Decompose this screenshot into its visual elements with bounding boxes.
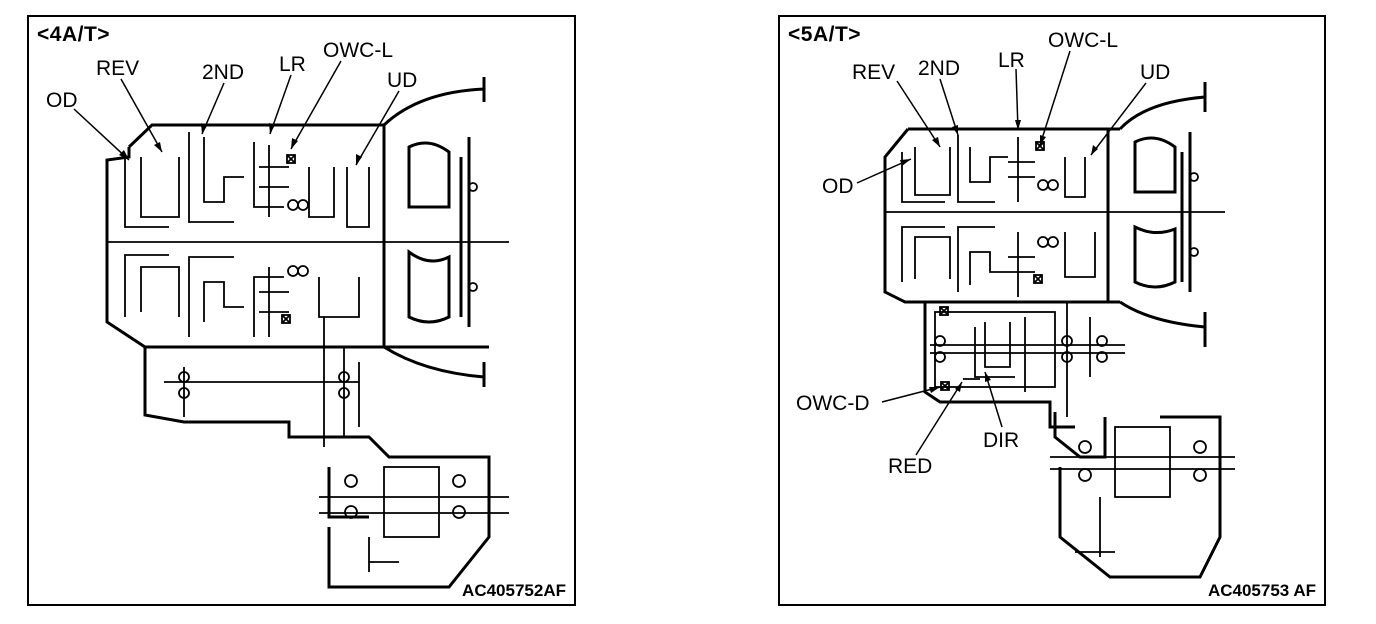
- diagram-panel-5at: <5A/T> AC405753 AF REV 2ND LR OWC-L UD O…: [778, 15, 1326, 606]
- figure-code: AC405752AF: [462, 581, 566, 600]
- label-lr: LR: [279, 53, 306, 76]
- label-2nd: 2ND: [202, 61, 244, 84]
- panel-title: <4A/T>: [37, 23, 111, 46]
- label-lr: LR: [998, 49, 1025, 72]
- label-rev: REV: [96, 57, 139, 80]
- label-owc-l: OWC-L: [323, 39, 393, 62]
- label-2nd: 2ND: [918, 57, 960, 80]
- label-rev: REV: [852, 61, 895, 84]
- label-owc-d: OWC-D: [796, 392, 869, 415]
- diagram-panel-4at: <4A/T> AC405752AF OD REV 2ND LR OWC-L UD: [27, 15, 576, 606]
- label-dir: DIR: [983, 429, 1019, 452]
- label-red: RED: [888, 455, 932, 478]
- figure-code: AC405753 AF: [1207, 581, 1316, 600]
- label-ud: UD: [387, 69, 417, 92]
- transmission-housing: [883, 82, 1235, 579]
- leader-lines: [856, 50, 1147, 456]
- label-od: OD: [46, 89, 78, 112]
- label-od: OD: [822, 175, 854, 198]
- label-ud: UD: [1140, 61, 1170, 84]
- transmission-housing: [105, 77, 509, 589]
- transmission-schematic-4at: OD REV 2ND LR OWC-L UD: [46, 39, 509, 589]
- label-owc-l: OWC-L: [1048, 29, 1118, 52]
- transmission-schematic-5at: REV 2ND LR OWC-L UD OD OWC-D RED DIR: [796, 29, 1235, 579]
- panel-title: <5A/T>: [788, 23, 862, 46]
